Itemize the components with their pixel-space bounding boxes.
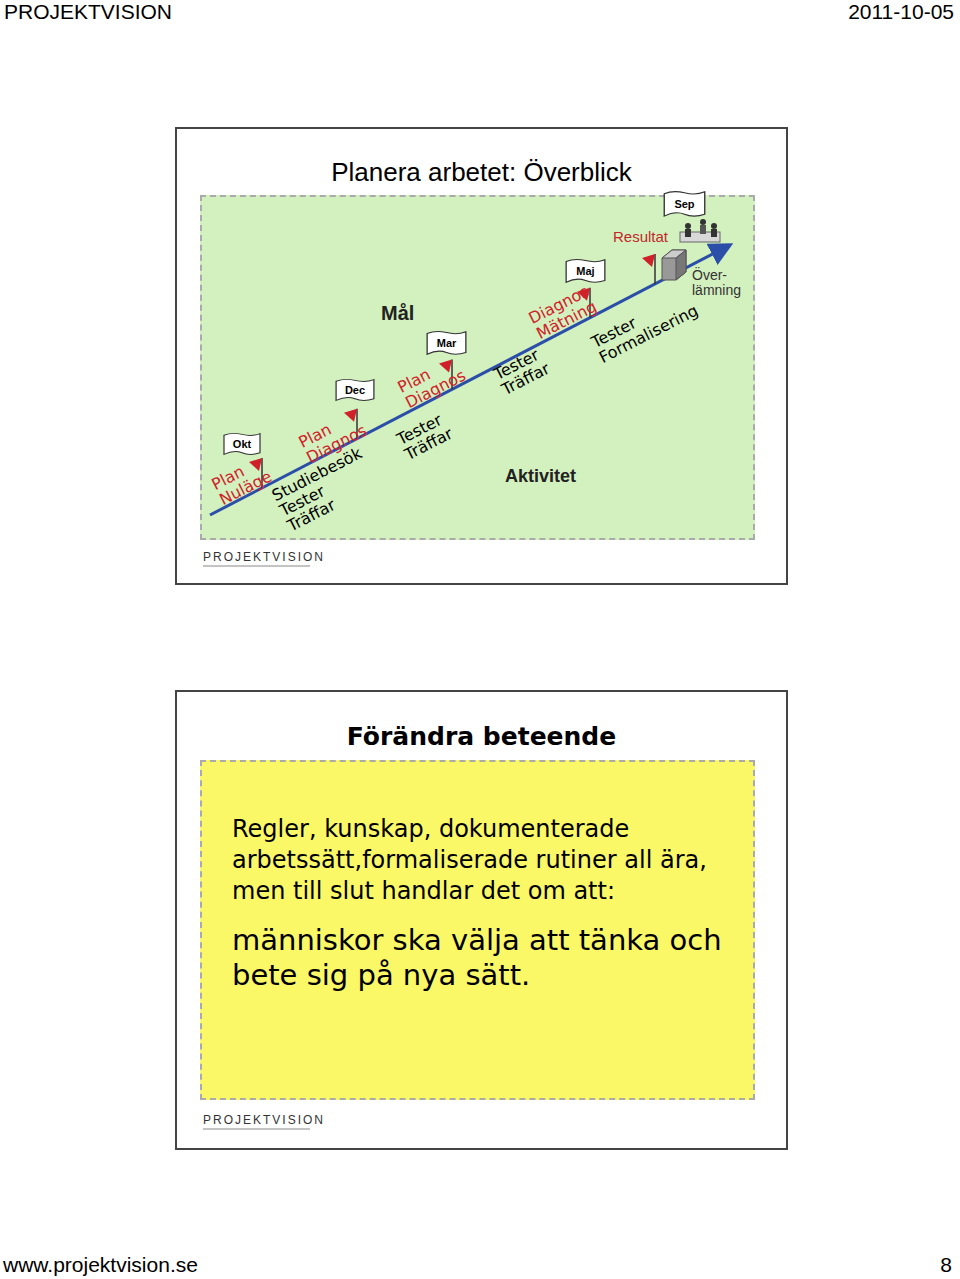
key-message: människor ska välja att tänka och bete s…	[232, 923, 732, 993]
handover-label: Över- lämning	[692, 268, 741, 299]
month-name: Okt	[222, 432, 262, 456]
page-header: PROJEKTVISION	[4, 0, 172, 24]
slide-footer-rules	[203, 566, 310, 1129]
page-footer-url: www.projektvision.se	[3, 1253, 198, 1277]
slide-footer: PROJEKTVISION	[203, 550, 325, 564]
slide-footer: PROJEKTVISION	[203, 1113, 325, 1127]
month-flag: Maj	[564, 258, 607, 284]
month-flag: Sep	[662, 190, 707, 218]
month-name: Maj	[564, 258, 607, 284]
goal-heading: Mål	[381, 302, 414, 325]
month-name: Mar	[425, 330, 468, 356]
timeline-arrow	[210, 246, 728, 515]
slide-frame: Planera arbetet: ÖverblickOkt Dec Mar Maj Se…	[175, 127, 788, 585]
month-flag: Okt	[222, 432, 262, 456]
result-label: Resultat	[613, 228, 668, 245]
handover-box	[662, 250, 686, 280]
page-number: 8	[940, 1253, 952, 1277]
month-flag: Dec	[334, 378, 376, 402]
month-name: Dec	[334, 378, 376, 402]
month-name: Sep	[662, 190, 707, 218]
milestone-pennants	[249, 254, 655, 488]
activity-heading: Aktivitet	[505, 466, 576, 487]
slide-title: Planera arbetet: Överblick	[177, 157, 786, 188]
quote-panel: Regler, kunskap, dokumenterade arbetssät…	[200, 760, 755, 1100]
month-flag: Mar	[425, 330, 468, 356]
people-meeting-icon	[680, 219, 720, 242]
page-date: 2011-10-05	[848, 0, 954, 24]
body-text: Regler, kunskap, dokumenterade arbetssät…	[232, 814, 712, 907]
slide-title: Förändra beteende	[177, 722, 786, 751]
slide-frame: Förändra beteendeRegler, kunskap, dokume…	[175, 690, 788, 1150]
